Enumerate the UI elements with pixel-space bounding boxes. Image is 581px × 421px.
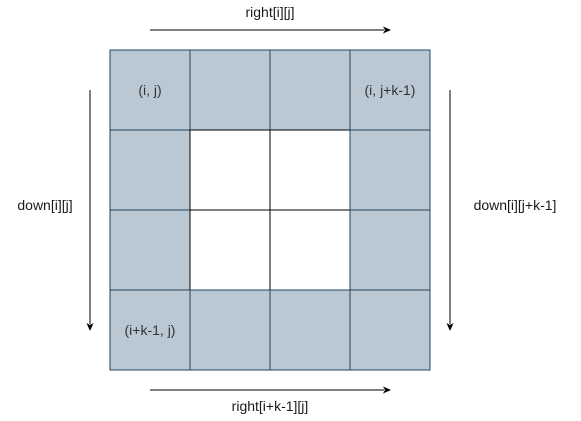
inner-cell-r1-c2	[269, 129, 351, 211]
right-arrow-head	[446, 323, 454, 331]
border-cell-r0-c1	[189, 49, 271, 131]
top-arrow-label: right[i][j]	[245, 4, 294, 20]
border-cell-r0-c2	[269, 49, 351, 131]
inner-cell-r1-c1	[189, 129, 271, 211]
border-cell-r0-c3	[349, 49, 431, 131]
top-arrow-head	[383, 26, 391, 34]
inner-cell-r2-c2	[269, 209, 351, 291]
border-cell-r3-c2	[269, 289, 351, 371]
cell-label-r0-c0: (i, j)	[138, 82, 161, 98]
bottom-arrow-head	[383, 386, 391, 394]
cell-label-r0-c3: (i, j+k-1)	[365, 82, 416, 98]
top-arrow: right[i][j]	[150, 4, 391, 34]
border-cell-r1-c3	[349, 129, 431, 211]
border-cell-r1-c0	[109, 129, 191, 211]
cell-grid: (i, j) (i, j+k-1) (i+k-1, j)	[109, 49, 431, 371]
border-cell-r0-c0	[109, 49, 191, 131]
left-arrow-label: down[i][j]	[17, 197, 72, 213]
left-arrow-head	[86, 323, 94, 331]
border-cell-r3-c3	[349, 289, 431, 371]
right-arrow-label: down[i][j+k-1]	[474, 197, 557, 213]
border-cell-r3-c1	[189, 289, 271, 371]
left-arrow: down[i][j]	[17, 90, 94, 331]
border-cell-r3-c0	[109, 289, 191, 371]
right-arrow: down[i][j+k-1]	[446, 90, 557, 331]
border-cell-r2-c3	[349, 209, 431, 291]
cell-label-r3-c0: (i+k-1, j)	[125, 322, 176, 338]
bottom-arrow-label: right[i+k-1][j]	[232, 398, 309, 414]
inner-cell-r2-c1	[189, 209, 271, 291]
border-cell-r2-c0	[109, 209, 191, 291]
bottom-arrow: right[i+k-1][j]	[150, 386, 391, 414]
